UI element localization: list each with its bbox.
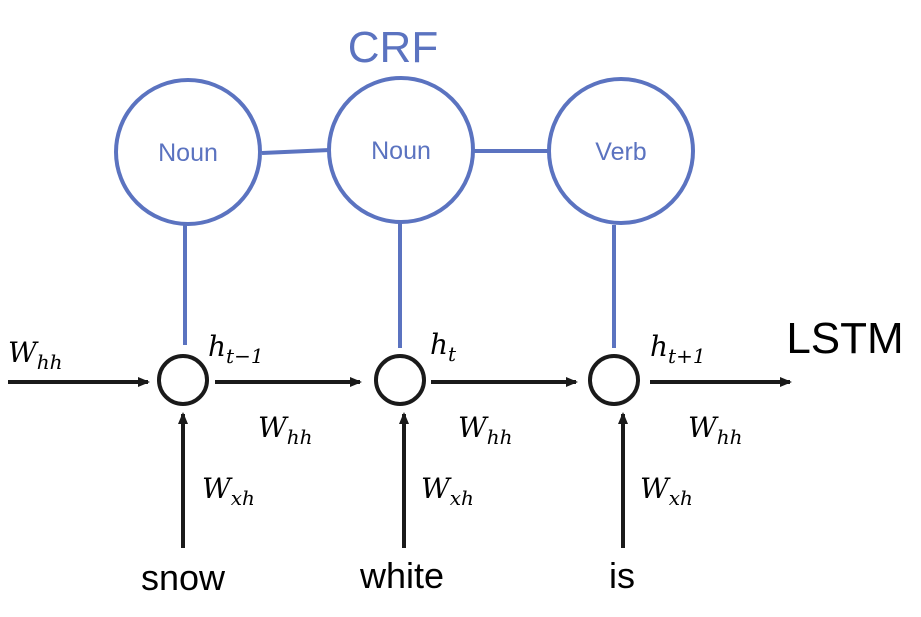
w-xh-label-1: Wxh: [202, 472, 255, 510]
w-xh-label-2: Wxh: [421, 472, 474, 510]
w-xh-base: W: [202, 472, 233, 505]
w-hh-label-in: Whh: [8, 336, 63, 374]
hidden-state-sub: t+1: [668, 344, 706, 368]
hidden-state-base: h: [208, 330, 226, 363]
w-xh-base: W: [421, 472, 452, 505]
w-hh-base: W: [8, 336, 39, 369]
lstm-cell-3: [588, 354, 640, 406]
w-hh-base: W: [688, 411, 719, 444]
crf-node-circle: [114, 78, 262, 226]
w-hh-label-2: Whh: [458, 411, 513, 449]
w-hh-label-1: Whh: [258, 411, 313, 449]
lstm-cell-2: [374, 354, 426, 406]
hidden-state-label-3: ht+1: [650, 330, 706, 368]
crf-title: CRF: [348, 23, 438, 72]
lstm-title: LSTM: [786, 314, 903, 363]
hidden-state-label-1: ht−1: [208, 330, 264, 368]
input-word-2: white: [359, 555, 444, 596]
w-xh-sub: xh: [669, 486, 693, 510]
crf-node-label: Verb: [595, 138, 646, 166]
crf-node-circle: [547, 77, 695, 225]
w-hh-sub: hh: [37, 350, 63, 374]
w-hh-label-3: Whh: [688, 411, 743, 449]
w-xh-base: W: [640, 472, 671, 505]
w-xh-sub: xh: [231, 486, 255, 510]
crf-edge-1-2: [261, 148, 331, 155]
hidden-state-base: h: [430, 328, 448, 361]
hidden-state-sub: t−1: [226, 344, 264, 368]
input-word-1: snow: [141, 557, 226, 598]
crf-node-3: Verb: [547, 77, 695, 225]
w-hh-base: W: [258, 411, 289, 444]
lstm-cell-1: [157, 354, 209, 406]
w-hh-sub: hh: [717, 425, 743, 449]
w-hh-sub: hh: [487, 425, 513, 449]
crf-node-label: Noun: [158, 139, 218, 167]
crf-node-label: Noun: [371, 137, 431, 165]
crf-node-1: Noun: [114, 78, 262, 226]
hidden-state-base: h: [650, 330, 668, 363]
hidden-state-sub: t: [448, 342, 457, 366]
crf-node-circle: [327, 76, 475, 224]
hidden-state-label-2: ht: [430, 328, 457, 366]
w-xh-label-3: Wxh: [640, 472, 693, 510]
crf-node-2: Noun: [327, 76, 475, 224]
w-hh-base: W: [458, 411, 489, 444]
w-xh-sub: xh: [450, 486, 474, 510]
input-word-3: is: [609, 555, 635, 596]
w-hh-sub: hh: [287, 425, 313, 449]
